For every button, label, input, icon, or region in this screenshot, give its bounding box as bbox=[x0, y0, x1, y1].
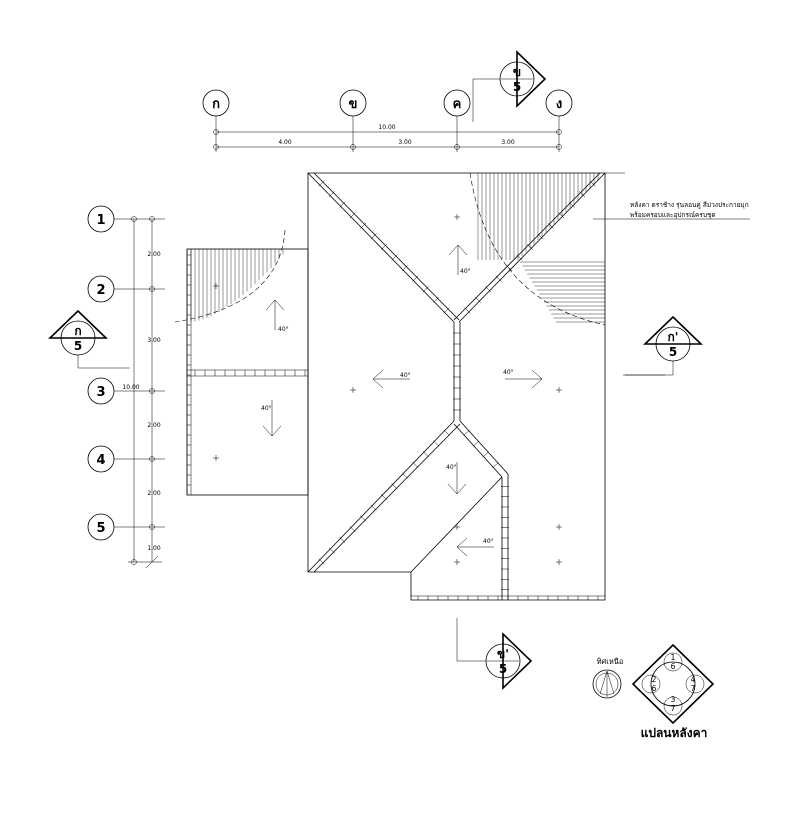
section-a-sheet: 5 bbox=[74, 339, 82, 353]
roof-outline bbox=[186, 172, 665, 601]
left-dimensions: 10.00 2.00 3.00 2.00 2.00 1.00 bbox=[122, 216, 162, 569]
note-line-1: หลังคา ตราช้าง รุ่นลอนคู่ สีม่วงประกายมุ… bbox=[630, 201, 749, 209]
grid-label-row-4: 4 bbox=[96, 453, 105, 468]
grid-label-col-1: ก bbox=[212, 97, 220, 112]
ridge-tile-marks bbox=[187, 180, 599, 600]
section-marker-a-prime: ก' 5 bbox=[623, 315, 703, 376]
grid-label-col-2: ข bbox=[349, 97, 358, 112]
dim-span-top-2: 3.00 bbox=[398, 139, 412, 146]
section-b-sheet: 5 bbox=[513, 80, 521, 94]
dim-span-left-2: 3.00 bbox=[147, 337, 161, 344]
key-top-2: 6 bbox=[671, 662, 676, 671]
key-left-1: 2 bbox=[652, 675, 657, 684]
key-plan: 1 6 2 6 4 7 3 7 bbox=[631, 643, 715, 725]
roof-hatching bbox=[174, 172, 606, 326]
dim-span-left-3: 2.00 bbox=[147, 422, 161, 429]
section-a-prime-sheet: 5 bbox=[669, 345, 677, 359]
dim-span-top-1: 4.00 bbox=[278, 139, 292, 146]
section-marker-a: ก 5 bbox=[48, 309, 130, 369]
grid-label-row-1: 1 bbox=[96, 213, 105, 228]
grid-label-col-4: ง bbox=[556, 97, 562, 112]
section-b-prime-letter: ข' bbox=[497, 647, 509, 661]
section-marker-b: ข 5 bbox=[472, 50, 547, 122]
slope-label-6: 40° bbox=[446, 464, 457, 471]
key-left-2: 6 bbox=[652, 684, 657, 693]
slope-label-1: 40° bbox=[278, 326, 289, 333]
slope-arrows: 40° 40° 40° 40° 40° 40° 40° bbox=[261, 244, 543, 557]
key-bottom-1: 3 bbox=[671, 695, 676, 704]
dim-total-left: 10.00 bbox=[122, 384, 139, 391]
slope-label-7: 40° bbox=[483, 538, 494, 545]
center-marks bbox=[213, 214, 562, 565]
north-label: ทิศเหนือ bbox=[597, 657, 624, 666]
slope-label-4: 40° bbox=[400, 372, 411, 379]
dim-span-top-3: 3.00 bbox=[501, 139, 515, 146]
section-b-prime-sheet: 5 bbox=[499, 662, 507, 676]
dim-span-left-5: 1.00 bbox=[147, 545, 161, 552]
plan-title: แปลนหลังคา bbox=[641, 726, 708, 740]
section-b-letter: ข bbox=[513, 65, 521, 79]
material-note: หลังคา ตราช้าง รุ่นลอนคู่ สีม่วงประกายมุ… bbox=[593, 201, 750, 220]
section-marker-b-prime: ข' 5 bbox=[456, 618, 533, 690]
key-bottom-2: 7 bbox=[671, 704, 676, 713]
slope-label-2: 40° bbox=[261, 405, 272, 412]
top-dimensions: 10.00 4.00 3.00 3.00 bbox=[213, 124, 562, 150]
key-right-2: 7 bbox=[691, 684, 696, 693]
section-a-prime-letter: ก' bbox=[668, 330, 679, 344]
grid-label-col-3: ค bbox=[453, 97, 462, 112]
note-line-2: พร้อมครอบและอุปกรณ์ครบชุด bbox=[630, 211, 716, 219]
key-top-1: 1 bbox=[671, 653, 676, 662]
hip-lines bbox=[307, 172, 606, 600]
grid-label-row-5: 5 bbox=[96, 521, 105, 536]
key-right-1: 4 bbox=[691, 675, 696, 684]
grid-label-row-2: 2 bbox=[96, 283, 105, 298]
north-arrow-icon: ทิศเหนือ bbox=[592, 657, 624, 699]
dim-total-top: 10.00 bbox=[378, 124, 395, 131]
dim-span-left-1: 2.00 bbox=[147, 251, 161, 258]
dim-span-left-4: 2.00 bbox=[147, 490, 161, 497]
section-a-letter: ก bbox=[74, 324, 81, 338]
row-grid: 1 2 3 4 5 bbox=[87, 205, 165, 541]
slope-label-3: 40° bbox=[460, 268, 471, 275]
column-grid: ก ข ค ง bbox=[202, 89, 573, 152]
slope-label-5: 40° bbox=[503, 369, 514, 376]
grid-label-row-3: 3 bbox=[96, 385, 105, 400]
